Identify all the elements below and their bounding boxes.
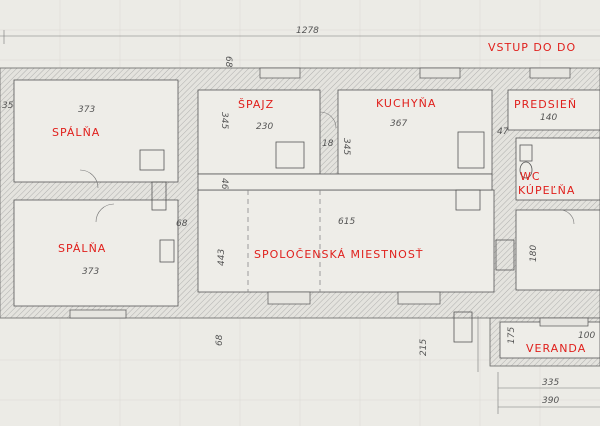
bathroom-label: KÚPEĽŇA — [518, 184, 575, 197]
veranda-width-dims — [497, 372, 600, 414]
living-width-dim: 615 — [338, 217, 355, 227]
bedroom-bottom-room — [13, 199, 179, 307]
partition-right-dim: 47 — [497, 127, 509, 137]
windows — [69, 67, 589, 327]
pantry-label: ŠPAJZ — [238, 98, 274, 111]
living-room-label: SPOLOČENSKÁ MIESTNOSŤ — [254, 248, 424, 261]
overall-dimension-line — [0, 30, 600, 44]
hallway-width-dim: 140 — [540, 113, 557, 123]
veranda-height-dim: 215 — [419, 339, 429, 356]
corridor-room — [197, 173, 493, 191]
wall-bottom-dim: 68 — [215, 334, 225, 346]
wc-bathroom-room — [515, 137, 600, 201]
overall-width-dim: 1278 — [296, 26, 319, 36]
partition-left-dim: 18 — [322, 139, 334, 149]
kitchen-width-dim: 367 — [390, 119, 407, 129]
bedroom-top-room — [13, 79, 179, 183]
bedroom-top-width-dim: 373 — [78, 105, 95, 115]
door-swings — [79, 111, 575, 225]
pantry-width-dim: 230 — [256, 122, 273, 132]
living-height-dim: 443 — [217, 249, 227, 266]
bedroom-bottom-label: SPÁLŇA — [58, 242, 106, 255]
kitchen-label: KUCHYŇA — [376, 97, 436, 110]
veranda-depth-dim: 175 — [507, 327, 517, 344]
pantry-room — [197, 89, 321, 175]
entrance-label: VSTUP DO DO — [488, 41, 576, 54]
veranda-width-inner-dim: 335 — [542, 378, 559, 388]
pantry-height-dim: 345 — [219, 112, 229, 129]
hallway-room — [507, 89, 600, 131]
wall-left-dim: 35 — [2, 101, 14, 111]
utility-room — [515, 209, 600, 291]
living-room — [197, 189, 495, 293]
wall-top-dim: 68 — [223, 56, 233, 68]
bedroom-top-label: SPÁLŇA — [52, 126, 100, 139]
wc-label: WC — [520, 170, 541, 183]
bathroom-height-dim: 180 — [529, 245, 539, 262]
fixtures — [139, 131, 533, 343]
veranda-label: VERANDA — [526, 342, 586, 355]
kitchen-height-dim: 345 — [341, 138, 351, 155]
wall-inner-dim: 68 — [176, 219, 188, 229]
hallway-label: PREDSIEŇ — [514, 98, 577, 111]
bedroom-bottom-width-dim: 373 — [82, 267, 99, 277]
corridor-dim: 46 — [219, 178, 229, 190]
veranda-width-outer-dim: 390 — [542, 396, 559, 406]
veranda-side-dim: 100 — [578, 331, 595, 341]
